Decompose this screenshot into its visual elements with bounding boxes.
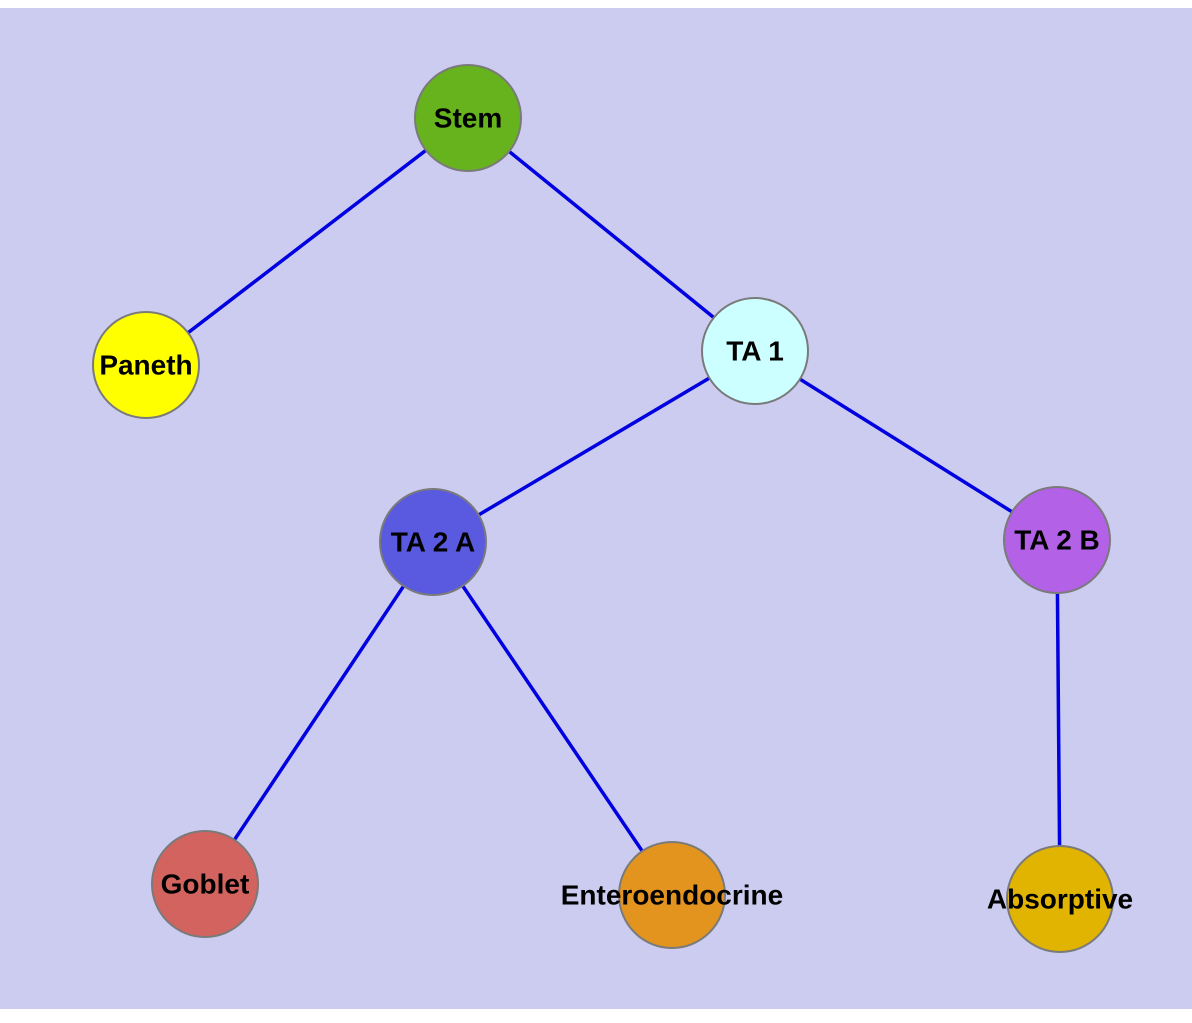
node-ta-2-b xyxy=(1003,486,1111,594)
edge-ta-2-a-goblet xyxy=(203,541,435,885)
node-ta-2-a xyxy=(379,488,487,596)
node-goblet xyxy=(151,830,259,938)
node-enteroendocrine xyxy=(618,841,726,949)
node-paneth xyxy=(92,311,200,419)
edge-ta-2-b-absorptive xyxy=(1055,539,1062,900)
edge-stem-paneth xyxy=(144,116,470,367)
edge-ta-1-ta-2-b xyxy=(754,349,1058,542)
edge-ta-1-ta-2-a xyxy=(432,349,756,544)
edge-stem-ta-1 xyxy=(466,116,757,353)
node-ta-1 xyxy=(701,297,809,405)
edge-ta-2-a-enteroendocrine xyxy=(431,541,674,896)
node-absorptive xyxy=(1006,845,1114,953)
node-stem xyxy=(414,64,522,172)
